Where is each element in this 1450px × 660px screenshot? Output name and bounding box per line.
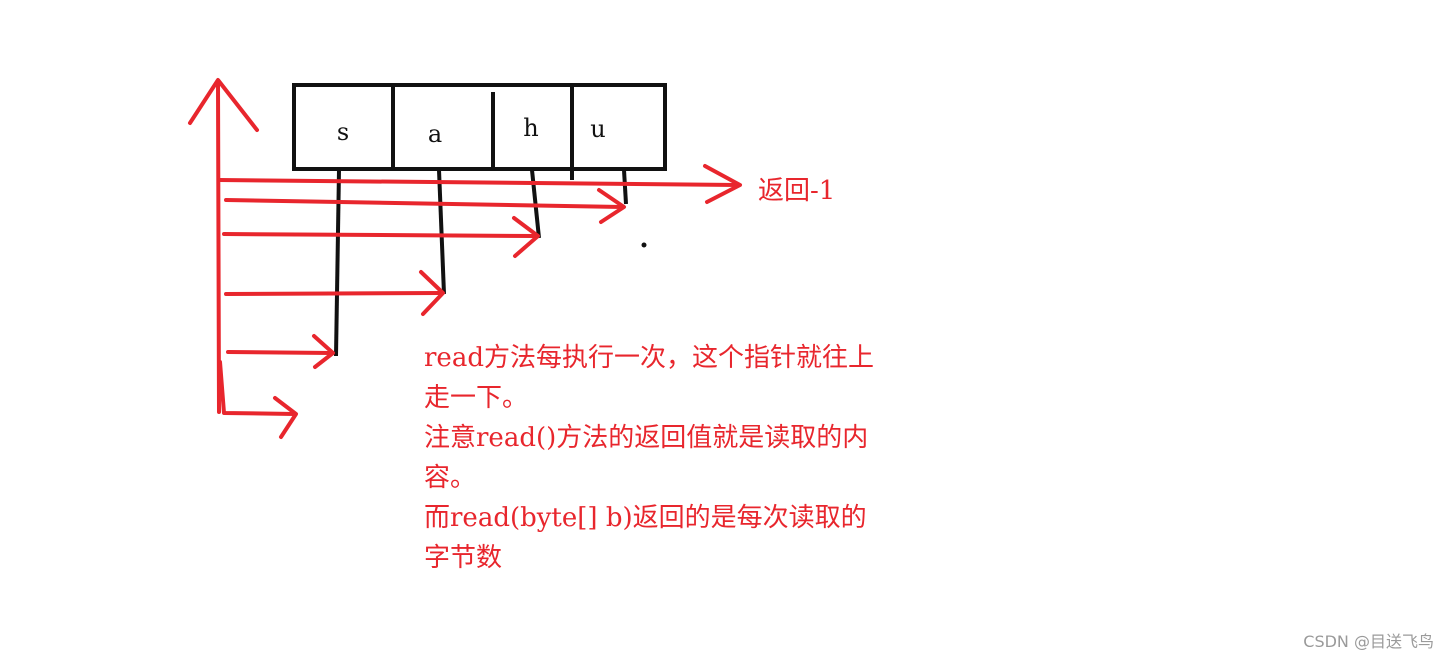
arrow-eof [217,178,740,187]
cell-char: a [428,120,442,148]
arrow-a [224,291,444,296]
note-line: 走一下。 [424,383,529,413]
arrowhead-eof [703,164,742,204]
drop-line-u [622,169,628,205]
note-line: 而read(byte[] b)返回的是每次读取的 [424,503,867,533]
watermark: CSDN @目送飞鸟 [1303,632,1434,651]
up-arrowhead [188,78,259,132]
note-line: read方法每执行一次，这个指针就往上 [424,343,874,373]
arrow-start [218,360,297,416]
arrowhead-u [597,188,626,224]
cell-char: s [337,118,349,146]
drop-line-s [334,169,341,357]
cell-char: u [590,115,605,143]
arrowhead-start [273,396,298,439]
arrowhead-h [512,216,540,258]
arrow-u [224,198,624,209]
eof-label: 返回-1 [758,176,835,206]
explanation-note: read方法每执行一次，这个指针就往上 走一下。 注意read()方法的返回值就… [424,338,944,578]
drop-line-a [437,169,446,295]
arrowhead-s [312,334,335,369]
arrow-s [226,350,334,355]
pointer-drop-lines [334,169,628,357]
note-line: 注意read()方法的返回值就是读取的内 [424,423,869,453]
pointer-axis [216,80,221,414]
note-line: 字节数 [424,543,503,573]
arrow-h [222,232,538,238]
byte-buffer: s a h u [292,83,667,180]
buffer-outline [292,83,667,171]
note-line: 容。 [424,463,477,493]
arrowhead-a [419,270,445,316]
pointer-arrows [188,78,742,439]
stray-dot [641,242,647,248]
cell-char: h [523,114,538,142]
